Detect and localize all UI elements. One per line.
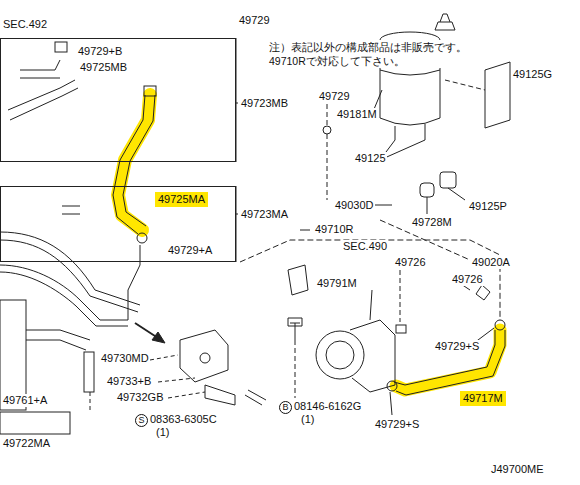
gear-housing — [0, 412, 70, 434]
part-number: 49732GB — [116, 391, 164, 404]
part-frame: 49729+B 49725MB — [0, 38, 236, 162]
bolt — [372, 200, 392, 210]
part-number: 49725MB — [79, 61, 128, 74]
part-number: 49729 — [238, 14, 271, 27]
pump-pulley — [326, 341, 354, 369]
section-ref: SEC.492 — [2, 18, 48, 31]
part-number: 49723MA — [240, 208, 289, 221]
leader-line — [295, 348, 296, 398]
part-number: 49729+B — [77, 45, 123, 58]
reservoir-cap — [435, 22, 455, 30]
bolt — [288, 318, 302, 345]
part-frame: 49725MA 49729+A — [0, 186, 236, 262]
reservoir-line — [380, 70, 440, 75]
leader-line — [90, 392, 91, 410]
clip — [323, 126, 331, 134]
union-bolt — [476, 285, 490, 300]
clamp — [495, 320, 505, 330]
part-number: 49726 — [394, 256, 427, 269]
pipe — [128, 245, 140, 320]
note: 注）表記以外の構成部品は非販売です。 49710Rで対応して下さい。 — [268, 40, 474, 68]
part-number: 49729+S — [434, 340, 480, 353]
leader-line — [370, 290, 372, 320]
clamp-hole — [200, 353, 210, 363]
part-number: 49125G — [512, 68, 553, 81]
section-ref: SEC.490 — [342, 240, 388, 253]
hose-edge — [394, 330, 505, 395]
part-number: 49710R — [314, 223, 355, 236]
leader-line — [427, 188, 465, 214]
part-number: (1) — [300, 413, 315, 426]
part-number: 49030D — [334, 199, 375, 212]
hose-highlight — [118, 95, 150, 230]
part-number: 49125 — [354, 152, 387, 165]
leader-line — [400, 270, 401, 322]
part-number: 49729+S — [374, 418, 420, 431]
clamp — [387, 381, 397, 391]
bolt-symbol: B — [279, 401, 292, 414]
pump-port — [396, 325, 406, 333]
bracket — [205, 385, 235, 405]
bolt — [245, 390, 266, 405]
pump-body — [350, 320, 395, 392]
leader-line — [380, 140, 425, 160]
pipe — [62, 206, 80, 214]
hose-edge — [123, 95, 155, 226]
part-number: 49761+A — [2, 394, 48, 407]
part-number: 08146-6162G — [293, 400, 362, 413]
part-number: 49125P — [468, 200, 508, 213]
hose-end — [144, 86, 156, 96]
hose-highlight — [396, 330, 500, 390]
part-number: J49700ME — [490, 463, 545, 476]
part-number: 49723MB — [240, 97, 289, 110]
clamp-bracket — [180, 330, 228, 382]
leader-line — [327, 104, 328, 200]
washer — [420, 183, 434, 197]
bolt-symbol: S — [135, 414, 148, 427]
part-number: 49722MA — [2, 437, 51, 450]
arrow-head — [152, 332, 165, 343]
part-number: 49728M — [411, 216, 453, 229]
part-number: 49020A — [471, 256, 511, 269]
part-number: 49729+A — [167, 244, 213, 257]
part-number: 49181M — [336, 108, 378, 121]
direction-arrow — [135, 323, 158, 338]
reservoir-cap — [440, 14, 450, 22]
part-number: (1) — [155, 426, 170, 439]
part-number: 08363-6305C — [149, 413, 218, 426]
pipe — [0, 265, 128, 326]
part-number: 49730MD — [100, 352, 150, 365]
hose-edge — [20, 60, 60, 78]
clamp — [137, 233, 147, 243]
leader-line — [240, 240, 500, 320]
leader-line — [390, 392, 392, 415]
clip — [288, 265, 308, 295]
pump-pulley — [316, 331, 364, 379]
leader-line — [445, 80, 485, 90]
bracket — [485, 62, 510, 128]
part-number: 49726 — [451, 273, 484, 286]
part-number: 49725MA — [155, 192, 208, 207]
part-number: 49733+B — [106, 375, 152, 388]
reservoir-pipe — [395, 124, 425, 140]
pipe — [26, 330, 90, 350]
part-number: 49791M — [316, 277, 358, 290]
leader-line — [300, 230, 310, 231]
hose-edge — [8, 80, 78, 120]
clamp — [55, 42, 67, 52]
part-number: 49729 — [318, 90, 351, 103]
grommet — [440, 172, 456, 188]
part-number: 49717M — [460, 391, 506, 406]
fitting — [84, 352, 94, 392]
